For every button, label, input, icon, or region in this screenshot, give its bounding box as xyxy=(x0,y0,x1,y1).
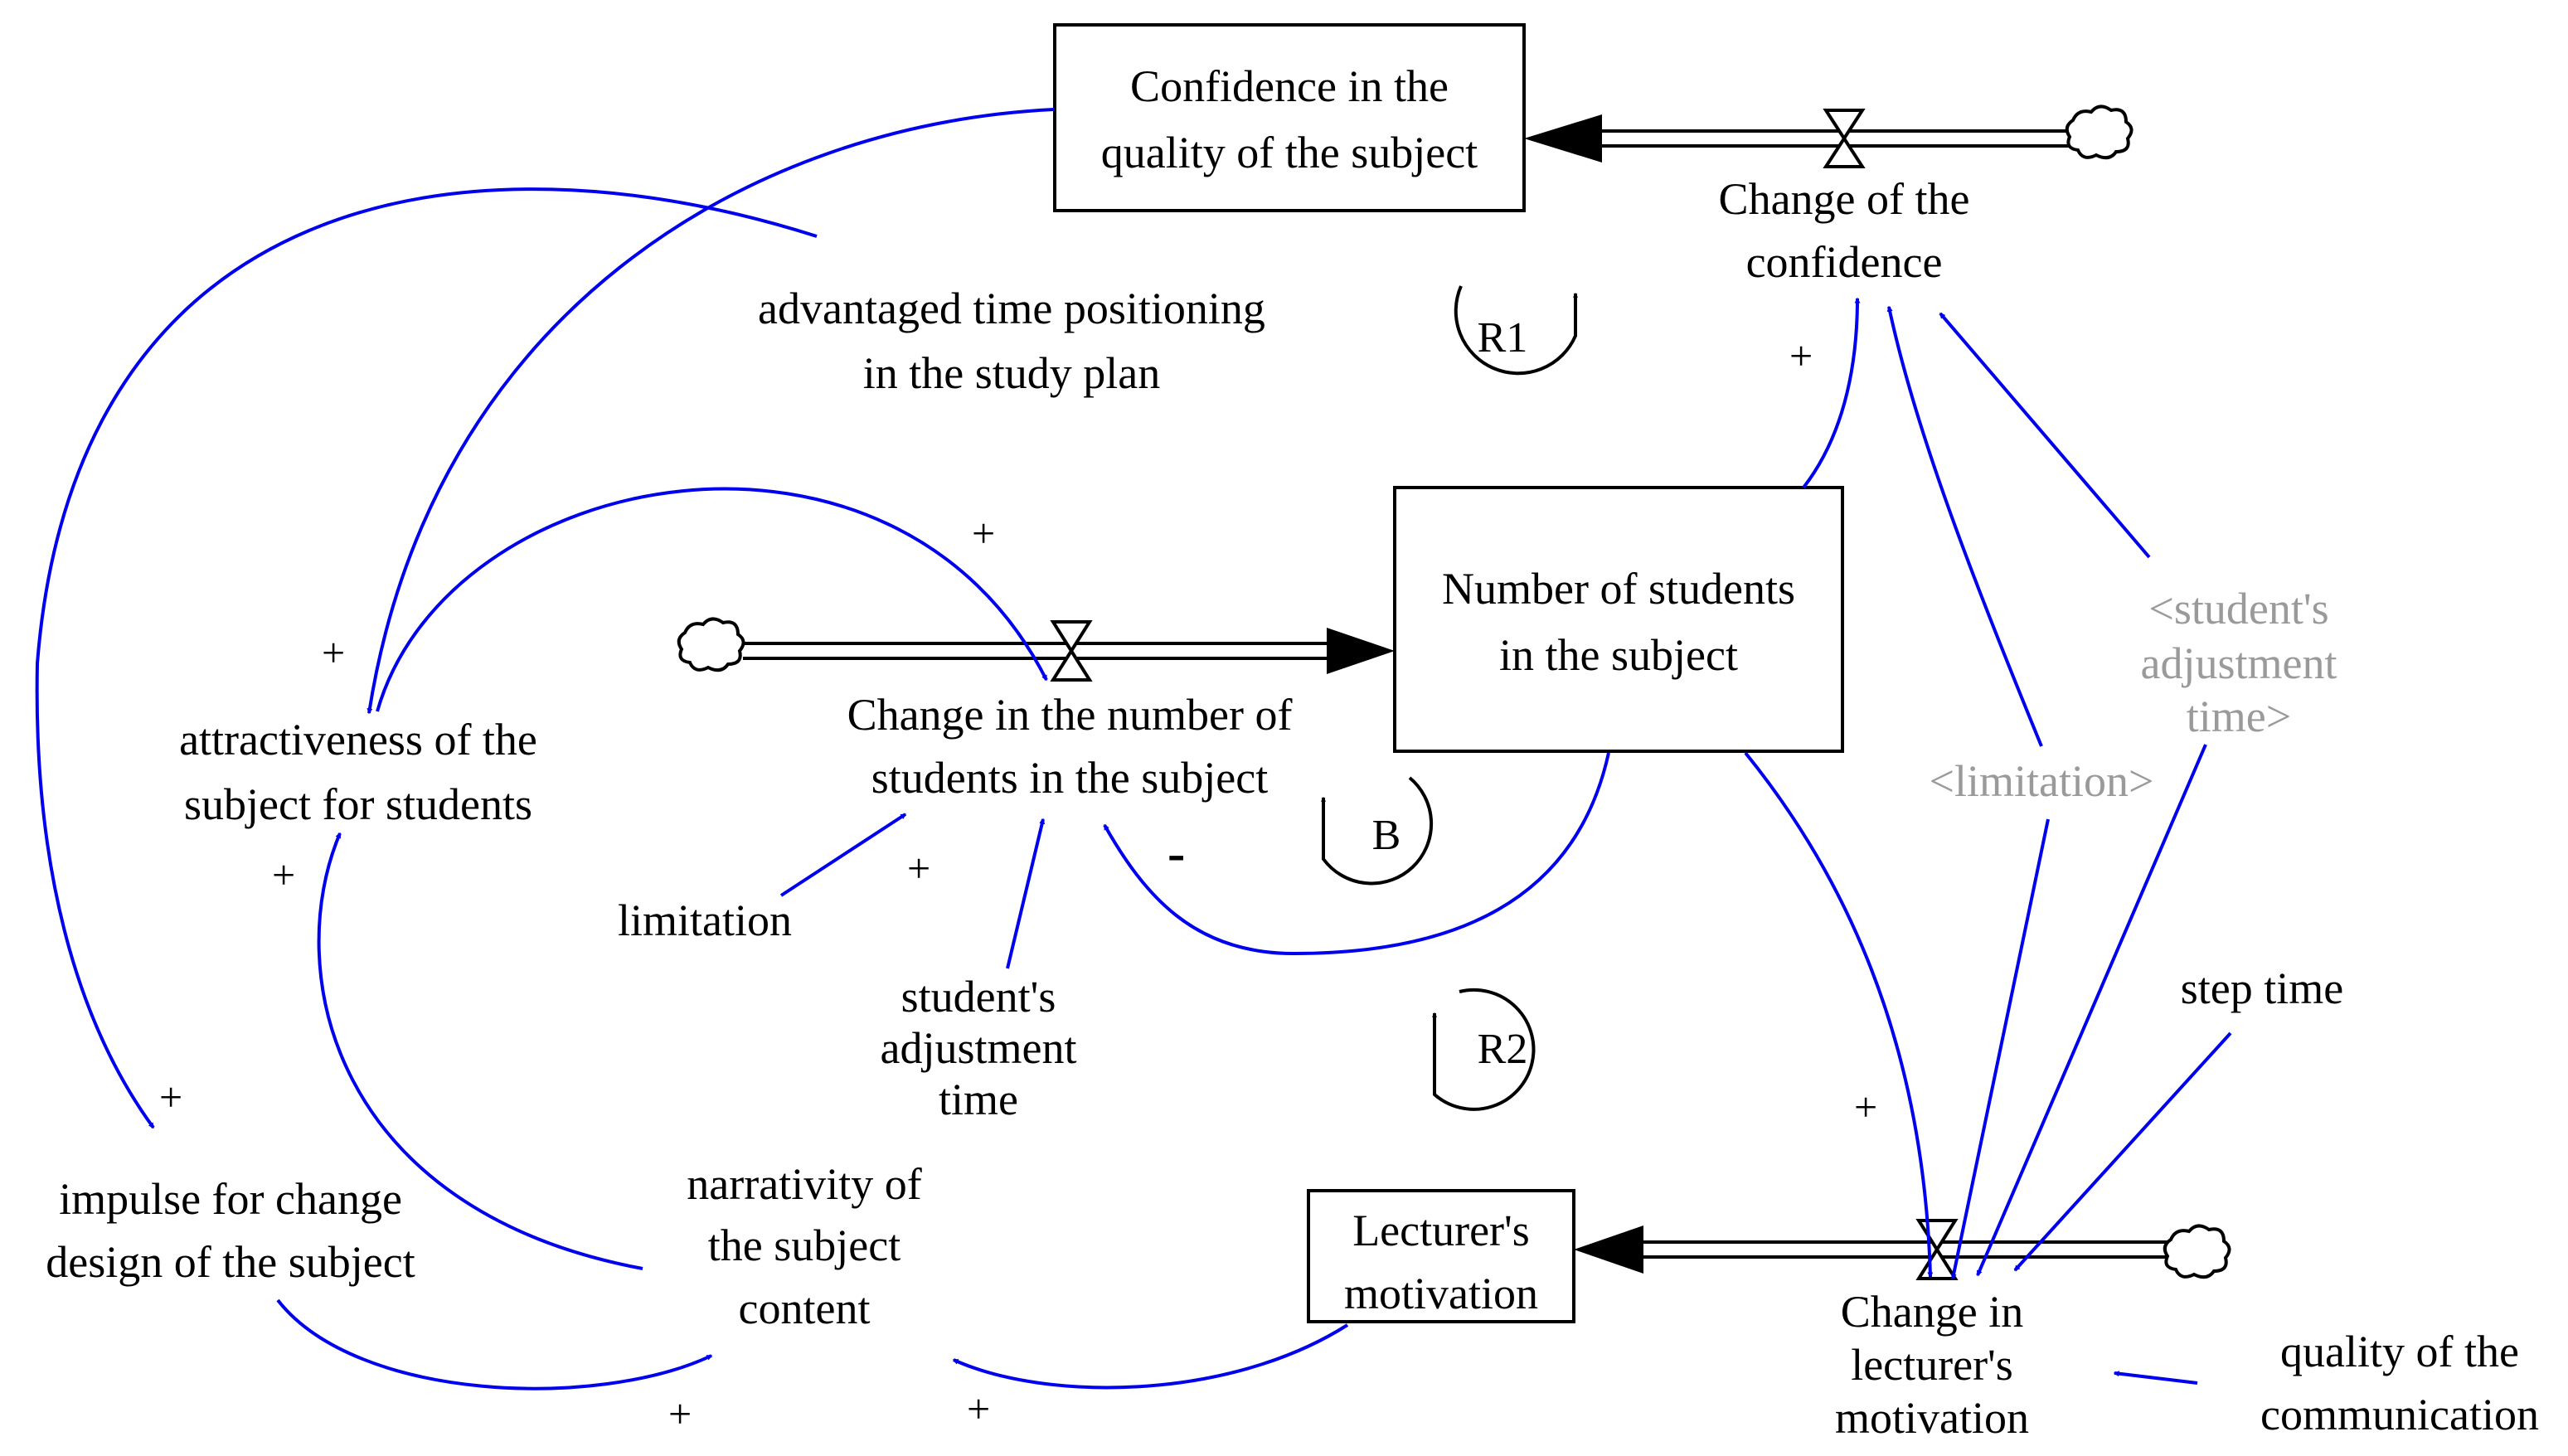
loop-b-icon: B xyxy=(1321,776,1434,886)
cloud-source-motivation xyxy=(2163,1224,2231,1279)
flow-change-motivation-line2: lecturer's xyxy=(1851,1340,2013,1390)
var-adjustment-time-line1: student's xyxy=(901,972,1056,1022)
valve-change-motivation-icon xyxy=(1915,1219,1959,1280)
shadow-var-limitation: <limitation> xyxy=(1930,756,2154,806)
flow-change-confidence-line2: confidence xyxy=(1746,237,1943,287)
link-quality-to-change-motivation xyxy=(2113,1371,2198,1385)
polarity-students-change-confidence: + xyxy=(1789,332,1813,379)
var-narrativity-line1: narrativity of xyxy=(687,1159,921,1209)
var-advantaged-time-line2: in the study plan xyxy=(863,348,1160,398)
link-confidence-to-attractiveness xyxy=(367,108,1056,715)
var-quality-comm-line1: quality of the xyxy=(2280,1327,2519,1376)
cloud-source-confidence xyxy=(2065,104,2134,160)
link-attractiveness-to-change-students xyxy=(376,487,1048,712)
flow-pipe-confidence xyxy=(1524,114,2073,163)
link-students-to-change-motivation xyxy=(1744,751,1934,1279)
loop-r1-label: R1 xyxy=(1478,314,1528,362)
link-shadow-adjustment-to-change-confidence xyxy=(1939,312,2151,559)
stock-motivation[interactable]: Lecturer's motivation xyxy=(1307,1189,1575,1323)
var-advantaged-time-line1: advantaged time positioning xyxy=(758,284,1265,333)
valve-change-students-icon xyxy=(1050,620,1093,682)
flow-change-students-line2: students in the subject xyxy=(871,753,1268,803)
link-students-to-change-confidence xyxy=(1802,297,1861,489)
link-limitation-to-change-students xyxy=(779,813,907,897)
var-attractiveness-line1: attractiveness of the xyxy=(179,715,537,764)
stock-students-line2: in the subject xyxy=(1499,630,1738,680)
loop-b-label: B xyxy=(1372,812,1401,859)
var-attractiveness-line2: subject for students xyxy=(184,779,532,829)
link-narrativity-to-attractiveness xyxy=(317,832,643,1270)
var-step-time: step time xyxy=(2181,963,2343,1013)
link-students-to-change-students xyxy=(1103,752,1610,956)
link-shadow-limitation-to-change-confidence xyxy=(1886,305,2043,747)
var-limitation: limitation xyxy=(618,895,792,945)
cloud-source-students xyxy=(677,617,745,672)
link-step-time-to-change-motivation xyxy=(2013,1031,2232,1272)
flow-pipe-motivation xyxy=(1574,1225,2168,1274)
polarity-impulse-narrativity: + xyxy=(668,1390,692,1437)
polarity-motivation-narrativity: + xyxy=(967,1386,990,1432)
shadow-var-adjustment-line3: time> xyxy=(2187,692,2291,741)
var-adjustment-time-line2: adjustment xyxy=(881,1023,1077,1073)
var-adjustment-time-line3: time xyxy=(939,1075,1018,1124)
polarity-narrativity-attractiveness: + xyxy=(272,852,295,898)
shadow-var-adjustment-line2: adjustment xyxy=(2141,638,2337,688)
var-impulse-line1: impulse for change xyxy=(59,1174,402,1224)
polarity-limitation-change-students: + xyxy=(907,845,930,891)
stock-confidence[interactable]: Confidence in the quality of the subject xyxy=(1053,23,1526,212)
loop-r2-label: R2 xyxy=(1478,1026,1528,1073)
loop-r1-icon: R1 xyxy=(1454,285,1578,376)
flow-change-students-line1: Change in the number of xyxy=(847,690,1293,740)
link-advantaged-time-to-impulse xyxy=(35,187,818,1129)
stock-students[interactable]: Number of students in the subject xyxy=(1393,486,1844,753)
link-adjustment-to-change-students xyxy=(1006,818,1046,969)
link-shadow-adjustment-to-change-motivation xyxy=(1976,744,2207,1277)
link-shadow-limitation-to-change-motivation xyxy=(1950,818,2050,1280)
polarity-attractiveness-change-students: + xyxy=(972,510,995,556)
link-impulse-to-narrativity xyxy=(276,1298,713,1390)
loop-r2-icon: R2 xyxy=(1432,988,1536,1111)
polarity-students-change-motivation: + xyxy=(1854,1084,1877,1130)
shadow-var-adjustment-line1: <student's xyxy=(2148,584,2328,633)
var-narrativity-line3: content xyxy=(739,1284,871,1333)
valve-change-confidence-icon xyxy=(1823,109,1866,168)
stock-students-line1: Number of students xyxy=(1442,564,1795,614)
flow-change-motivation-line3: motivation xyxy=(1835,1393,2029,1443)
stock-motivation-line1: Lecturer's xyxy=(1352,1206,1530,1255)
var-quality-comm-line2: communication xyxy=(2260,1390,2539,1439)
polarity-advantaged-impulse: + xyxy=(159,1074,182,1120)
flow-pipe-students xyxy=(743,628,1395,674)
flow-change-confidence-line1: Change of the xyxy=(1719,174,1970,224)
polarity-confidence-attractiveness: + xyxy=(322,629,345,676)
var-impulse-line2: design of the subject xyxy=(46,1237,415,1287)
stock-confidence-line1: Confidence in the xyxy=(1130,61,1449,111)
stock-confidence-line2: quality of the subject xyxy=(1101,128,1478,177)
stock-motivation-line2: motivation xyxy=(1344,1269,1538,1318)
var-narrativity-line2: the subject xyxy=(708,1221,900,1270)
flow-change-motivation-line1: Change in xyxy=(1841,1287,2023,1337)
link-motivation-to-narrativity xyxy=(952,1323,1349,1390)
polarity-students-change-students: - xyxy=(1167,823,1185,882)
